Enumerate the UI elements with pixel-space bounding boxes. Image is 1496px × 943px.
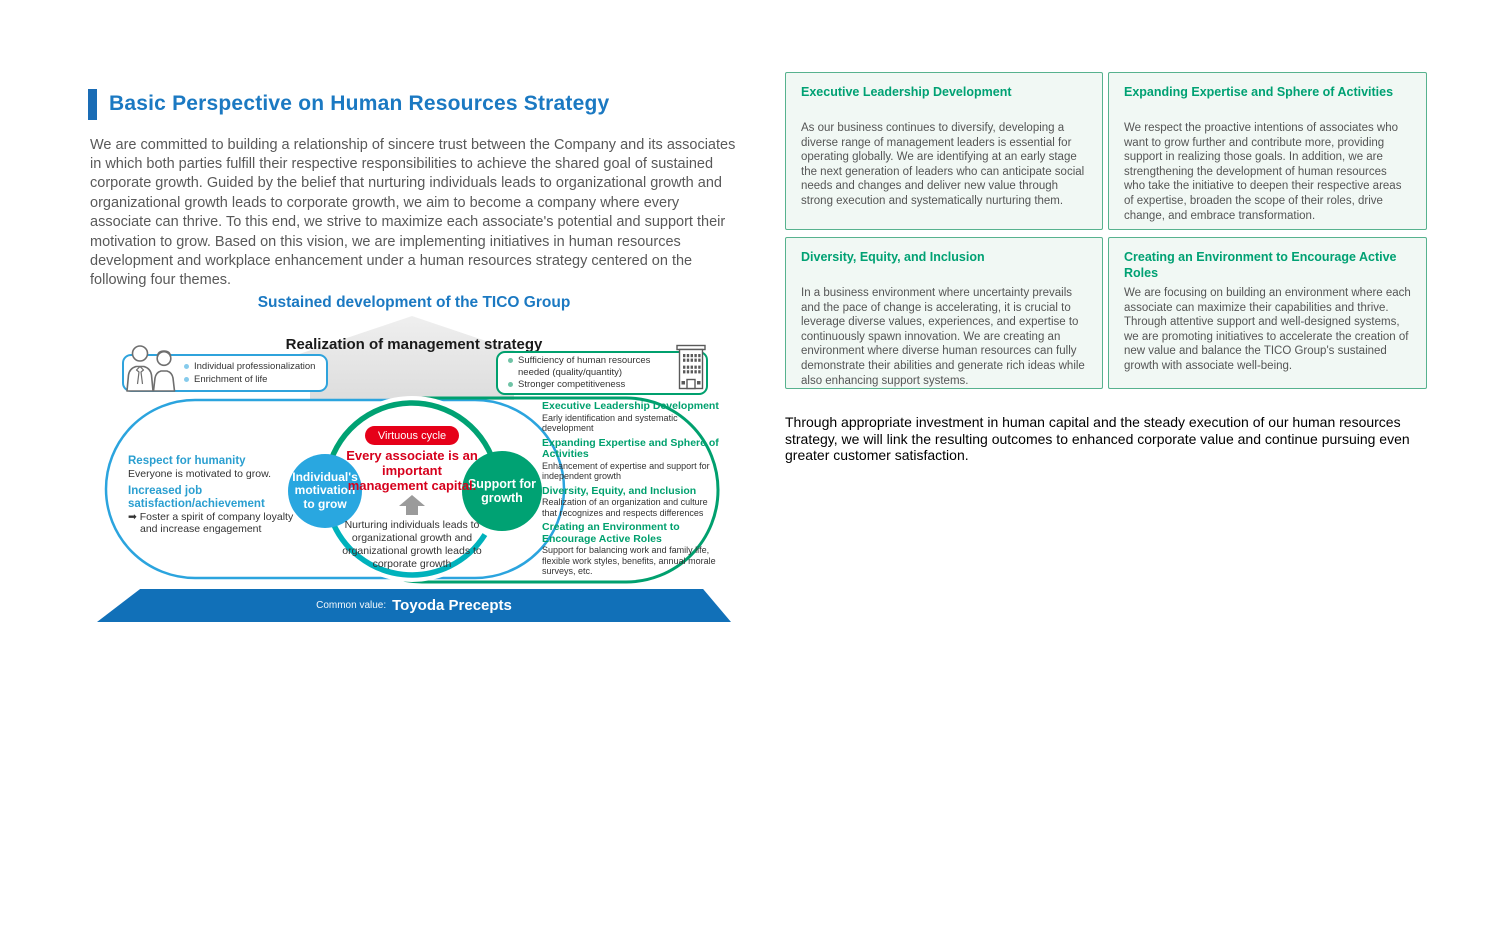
theme-body: As our business continues to diversify, …: [801, 122, 1085, 207]
point-desc: Enhancement of expertise and support for…: [542, 460, 710, 482]
point-desc: Support for balancing work and family li…: [542, 545, 716, 576]
theme-title: Diversity, Equity, and Inclusion: [801, 250, 985, 264]
theme-box-active-roles: Creating an Environment to Encourage Act…: [1108, 237, 1427, 389]
section-header: Basic Perspective on Human Resources Str…: [88, 78, 609, 130]
theme-box-expanding-expertise: Expanding Expertise and Sphere of Activi…: [1108, 72, 1427, 230]
theme-title: Expanding Expertise and Sphere of Activi…: [1124, 85, 1394, 99]
company-outcomes-box: Sufficiency of human resources needed (q…: [496, 351, 708, 395]
page-title: Basic Perspective on Human Resources Str…: [109, 92, 610, 116]
company-outcomes-list: Sufficiency of human resources needed (q…: [508, 354, 674, 392]
theme-title: Creating an Environment to Encourage Act…: [1124, 250, 1397, 280]
cycle-note: Nurturing individuals leads to organizat…: [342, 519, 482, 570]
point-desc: Early identification and systematic deve…: [542, 412, 678, 434]
theme-boxes: Executive Leadership Development As our …: [785, 72, 1427, 389]
small-up-arrow-icon: [399, 495, 425, 515]
common-value-name: Toyoda Precepts: [392, 597, 512, 614]
individual-motivation-circle: Individual's motivation to grow: [288, 454, 362, 528]
list-item: Stronger competitiveness: [508, 379, 674, 391]
point-title: Increased job satisfaction/achievement: [128, 485, 265, 510]
closing-paragraph: Through appropriate investment in human …: [785, 414, 1410, 463]
point-desc: ➡ Foster a spirit of company loyalty and…: [128, 511, 294, 535]
virtuous-cycle-badge: Virtuous cycle: [365, 426, 459, 445]
building-icon: [676, 344, 706, 390]
list-item: Individual professionalization: [184, 361, 315, 373]
individual-points: Respect for humanity Everyone is motivat…: [128, 450, 298, 535]
theme-box-executive-leadership: Executive Leadership Development As our …: [785, 72, 1103, 230]
hr-strategy-diagram: Sustained development of the TICO Group …: [90, 292, 738, 632]
common-value-label: Common value:: [316, 600, 387, 611]
support-for-growth-circle: Support for growth: [462, 451, 542, 531]
list-item: Sufficiency of human resources needed (q…: [508, 355, 674, 378]
list-item: Enrichment of life: [184, 374, 315, 386]
people-icon: [126, 345, 176, 392]
individual-outcomes-list: Individual professionalization Enrichmen…: [184, 360, 315, 386]
diagram-goal-heading: Sustained development of the TICO Group: [257, 294, 571, 311]
theme-body: In a business environment where uncertai…: [801, 287, 1085, 387]
point-desc: Realization of an organization and cultu…: [542, 497, 708, 518]
cycle-statement: Every associate is an important manageme…: [346, 448, 478, 493]
support-points: Executive Leadership Development Early i…: [542, 397, 720, 577]
point-title: Diversity, Equity, and Inclusion: [542, 484, 697, 497]
theme-box-diversity-equity-inclusion: Diversity, Equity, and Inclusion In a bu…: [785, 237, 1103, 389]
point-title: Creating an Environment to Encourage Act…: [542, 521, 680, 545]
point-title: Expanding Expertise and Sphere of Activi…: [542, 436, 719, 460]
intro-paragraph: We are committed to building a relations…: [90, 136, 736, 289]
point-title: Respect for humanity: [128, 455, 246, 467]
theme-title: Executive Leadership Development: [801, 85, 1012, 99]
common-value-band: Common value: Toyoda Precepts: [97, 589, 731, 622]
title-accent-bar: [88, 88, 97, 120]
theme-body: We are focusing on building an environme…: [1124, 287, 1411, 372]
diagram-strategy-heading: Realization of management strategy: [285, 336, 543, 353]
theme-body: We respect the proactive intentions of a…: [1124, 122, 1402, 222]
point-title: Executive Leadership Development: [542, 400, 719, 412]
point-desc: Everyone is motivated to grow.: [128, 468, 271, 480]
